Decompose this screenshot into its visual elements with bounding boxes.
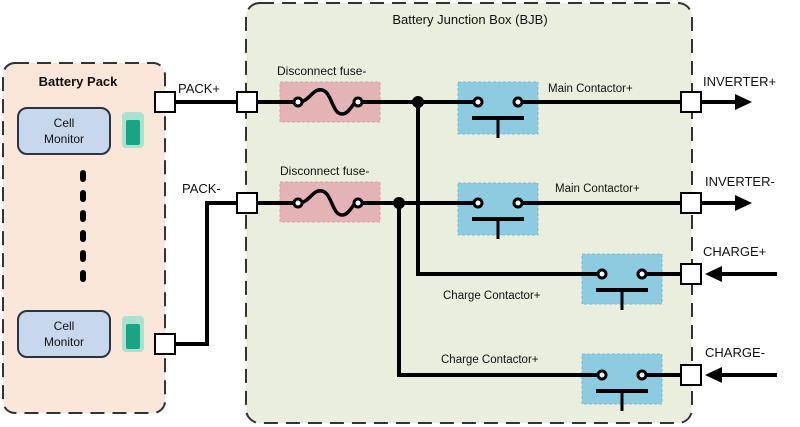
label-pack-minus: PACK- xyxy=(182,181,221,196)
label-charge-minus: CHARGE- xyxy=(705,345,765,360)
label-pack-plus: PACK+ xyxy=(178,81,220,96)
terminal-inverter-minus xyxy=(680,192,702,214)
label-inverter-plus: INVERTER+ xyxy=(703,74,776,89)
label-inverter-minus: INVERTER- xyxy=(705,174,775,189)
svg-text:Monitor: Monitor xyxy=(44,132,84,146)
main-contactor-bottom-icon xyxy=(472,197,524,239)
arrow-charge-plus-icon xyxy=(705,266,722,282)
terminal-pack-plus-in xyxy=(236,91,258,113)
charge-contactor-bottom-icon xyxy=(596,369,648,411)
label-charge-contactor-top: Charge Contactor+ xyxy=(443,290,541,302)
label-main-contactor-top: Main Contactor+ xyxy=(548,83,633,95)
battery-cell-icon xyxy=(122,316,144,352)
svg-text:Monitor: Monitor xyxy=(44,335,84,349)
terminal-pack-minus-out xyxy=(154,333,176,355)
charge-contactor-top-icon xyxy=(596,268,648,310)
svg-text:Cell: Cell xyxy=(54,116,75,130)
battery-cell-icon xyxy=(122,112,144,148)
label-main-contactor-bottom: Main Contactor+ xyxy=(555,183,640,195)
fuse-bottom-icon xyxy=(292,189,364,217)
label-fuse-bottom: Disconnect fuse- xyxy=(280,164,369,178)
bjb-title: Battery Junction Box (BJB) xyxy=(392,12,547,27)
junction-dot xyxy=(412,96,424,108)
svg-text:Cell: Cell xyxy=(54,319,75,333)
battery-pack-title: Battery Pack xyxy=(39,74,119,89)
junction-dot xyxy=(393,197,405,209)
terminal-inverter-plus xyxy=(680,91,702,113)
label-charge-plus: CHARGE+ xyxy=(703,244,766,259)
cell-monitor-bottom: Cell Monitor xyxy=(17,310,111,358)
label-fuse-top: Disconnect fuse- xyxy=(277,64,366,78)
label-charge-contactor-bottom: Charge Contactor+ xyxy=(441,354,539,366)
arrow-charge-minus-icon xyxy=(705,367,722,383)
cell-ellipsis xyxy=(80,170,86,282)
arrow-inverter-minus-icon xyxy=(735,195,752,211)
wires xyxy=(163,100,777,377)
terminal-pack-plus-out xyxy=(154,91,176,113)
cell-monitor-top: Cell Monitor xyxy=(17,107,111,155)
main-contactor-top-icon xyxy=(472,96,524,138)
fuse-top-icon xyxy=(292,88,364,116)
terminal-charge-plus xyxy=(680,263,702,285)
terminal-charge-minus xyxy=(680,364,702,386)
terminal-pack-minus-in xyxy=(236,192,258,214)
arrow-inverter-plus-icon xyxy=(735,94,752,110)
